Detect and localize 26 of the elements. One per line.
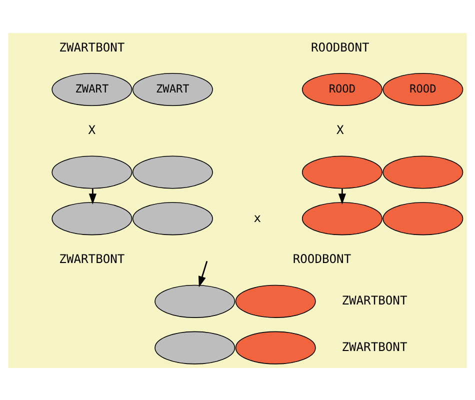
node-ellipse [132, 202, 213, 235]
label: ZWARTBONT [342, 293, 408, 308]
label: x [254, 210, 262, 224]
node-ellipse [235, 284, 316, 318]
label: ZWARTBONT [59, 40, 125, 54]
node-ellipse [382, 202, 464, 235]
node-ellipse [154, 284, 236, 318]
node-ellipse [132, 155, 213, 188]
node-ellipse: ZWART [52, 72, 132, 106]
node-ellipse: ZWART [132, 72, 213, 106]
node-ellipse [302, 155, 382, 188]
node-ellipse [52, 155, 132, 188]
label: X [88, 122, 96, 137]
label: X [336, 122, 344, 137]
node-ellipse [235, 330, 316, 364]
node-ellipse [382, 155, 464, 188]
label: ZWARTBONT [342, 339, 408, 354]
node-ellipse: ROOD [382, 72, 464, 106]
label: ZWARTBONT [59, 252, 125, 266]
node-ellipse: ROOD [302, 72, 382, 106]
node-ellipse [302, 202, 382, 235]
label: ROODBONT [292, 252, 352, 266]
arrow [198, 260, 208, 287]
node-ellipse [154, 330, 236, 364]
node-ellipse [52, 202, 132, 235]
label: ROODBONT [311, 40, 370, 54]
